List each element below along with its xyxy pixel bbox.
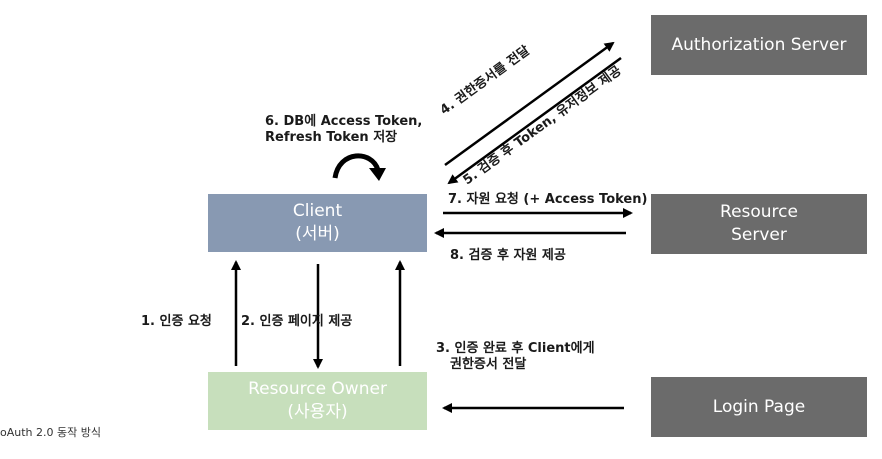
step1-label: 1. 인증 요청 — [141, 314, 212, 329]
client-label-line2: (서버) — [295, 224, 340, 244]
arrow-step5 — [447, 56, 622, 185]
client-label-line1: Client — [292, 201, 343, 221]
login-page-box: Login Page — [651, 377, 867, 437]
resource-server-label-line1: Resource — [720, 202, 798, 222]
step6-label: 6. DB에 Access Token, Refresh Token 저장 — [265, 114, 422, 146]
step3-label-line1: 3. 인증 완료 후 Client에게 — [436, 341, 595, 356]
client-box: Client (서버) — [208, 194, 427, 252]
step3-label-line2: 권한증서 전달 — [450, 357, 527, 372]
step3-label: 3. 인증 완료 후 Client에게 권한증서 전달 — [436, 341, 595, 373]
login-page-label: Login Page — [712, 396, 806, 417]
arrow-step4 — [444, 41, 615, 167]
resource-server-box: Resource Server — [651, 194, 867, 254]
step7-label: 7. 자원 요청 (+ Access Token) — [448, 192, 648, 207]
step2-label: 2. 인증 페이지 제공 — [241, 314, 353, 329]
step6-label-line1: 6. DB에 Access Token, — [265, 114, 423, 129]
arrow-step6-curve — [332, 153, 381, 179]
authorization-server-label: Authorization Server — [671, 34, 847, 55]
resource-owner-label-line1: Resource Owner — [248, 379, 387, 399]
resource-owner-label-line2: (사용자) — [287, 402, 348, 422]
step8-label: 8. 검증 후 자원 제공 — [450, 248, 566, 263]
authorization-server-box: Authorization Server — [651, 15, 867, 75]
figure-caption: oAuth 2.0 동작 방식 — [0, 426, 101, 439]
resource-server-label-line2: Server — [731, 225, 787, 245]
resource-owner-box: Resource Owner (사용자) — [208, 372, 427, 430]
step6-label-line2: Refresh Token 저장 — [265, 130, 398, 145]
arrow-step6-head — [369, 168, 386, 181]
